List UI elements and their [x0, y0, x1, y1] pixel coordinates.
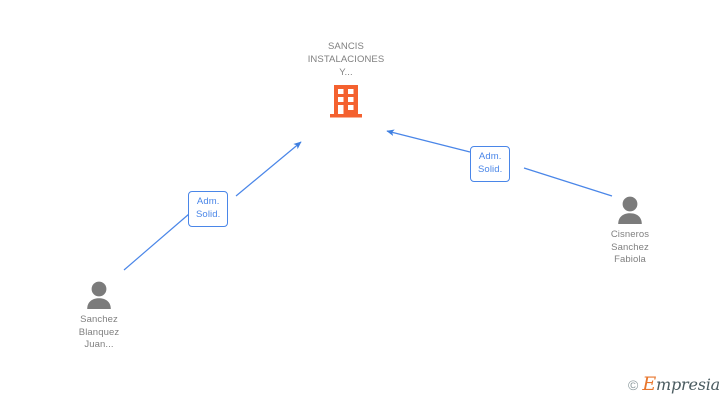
- person-icon-wrap: [39, 281, 159, 309]
- edge-left-person-to-label: [123, 213, 190, 271]
- brand-rest: mpresia: [656, 375, 720, 394]
- brand-initial: E: [642, 373, 656, 395]
- edge-right-label-to-company: [386, 129, 471, 153]
- edge-right-person-to-label: [523, 167, 613, 197]
- relation-label-right[interactable]: Adm. Solid.: [470, 146, 511, 182]
- edge-left-label-to-company: [235, 141, 302, 197]
- company-name-label: SANCIS INSTALACIONES Y...: [307, 41, 385, 78]
- copyright-icon: ©: [628, 376, 639, 393]
- person-name-label: Sanchez Blanquez Juan...: [78, 314, 120, 350]
- relation-label-left[interactable]: Adm. Solid.: [188, 191, 229, 227]
- brand-wordmark: Empresia: [642, 375, 720, 394]
- building-icon: [330, 85, 362, 118]
- watermark-empresia: © Empresia: [628, 375, 720, 394]
- person-node-sanchez-blanquez[interactable]: Sanchez Blanquez Juan...: [39, 281, 159, 352]
- person-icon: [618, 196, 642, 224]
- company-node[interactable]: SANCIS INSTALACIONES Y...: [281, 40, 411, 118]
- person-name-label: Cisneros Sanchez Fabiola: [610, 229, 650, 265]
- company-icon-wrap: [281, 84, 411, 118]
- person-icon: [87, 281, 111, 309]
- person-icon-wrap: [570, 196, 690, 224]
- person-node-cisneros-sanchez[interactable]: Cisneros Sanchez Fabiola: [570, 196, 690, 267]
